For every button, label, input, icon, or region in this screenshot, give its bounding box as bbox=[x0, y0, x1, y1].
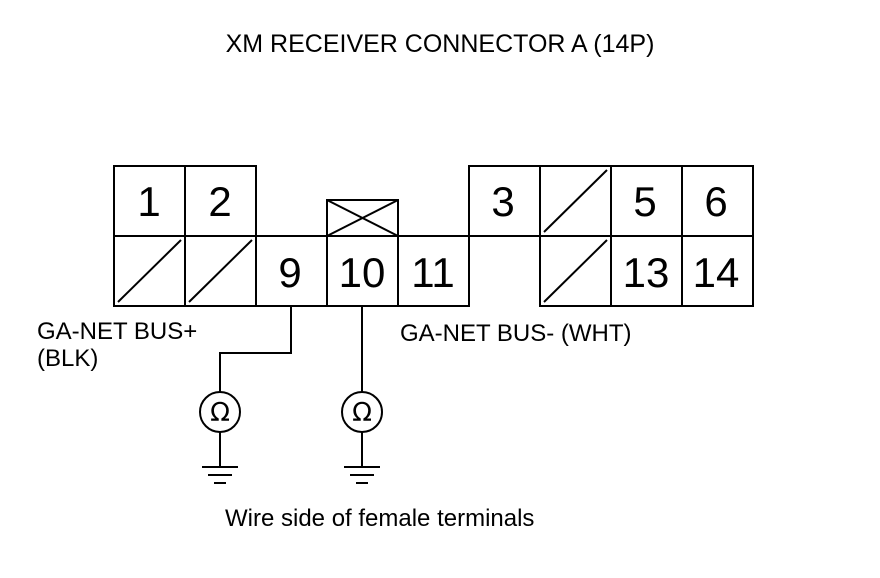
terminal-3: 3 bbox=[491, 178, 514, 225]
cell-14 bbox=[681, 235, 754, 307]
ground-icon bbox=[202, 466, 238, 484]
bus-minus-label: GA-NET BUS- (WHT) bbox=[400, 320, 632, 347]
ohm-symbol-1: Ω bbox=[210, 398, 230, 428]
bus-plus-label: GA-NET BUS+ (BLK) bbox=[37, 318, 197, 372]
caption: Wire side of female terminals bbox=[225, 505, 535, 532]
diagram-title: XM RECEIVER CONNECTOR A (14P) bbox=[225, 30, 655, 58]
ohm-symbol-2: Ω bbox=[352, 398, 372, 428]
wire-terminal-9 bbox=[219, 306, 292, 392]
terminal-14: 14 bbox=[693, 249, 740, 296]
terminal-13: 13 bbox=[623, 249, 670, 296]
terminal-10: 10 bbox=[339, 249, 386, 296]
bus-plus-line1: GA-NET BUS+ bbox=[37, 318, 198, 345]
ground-icon bbox=[344, 466, 380, 484]
terminal-5: 5 bbox=[633, 178, 656, 225]
terminal-1: 1 bbox=[137, 178, 160, 225]
terminal-2: 2 bbox=[208, 178, 231, 225]
lock-tab bbox=[326, 199, 399, 237]
ohmmeter-icon: Ω bbox=[199, 391, 241, 433]
terminal-11: 11 bbox=[411, 249, 455, 296]
terminal-6: 6 bbox=[704, 178, 727, 225]
terminal-9: 9 bbox=[278, 249, 301, 296]
cell-11 bbox=[397, 235, 470, 307]
bus-plus-line2: (BLK) bbox=[37, 345, 99, 372]
ohmmeter-icon: Ω bbox=[341, 391, 383, 433]
